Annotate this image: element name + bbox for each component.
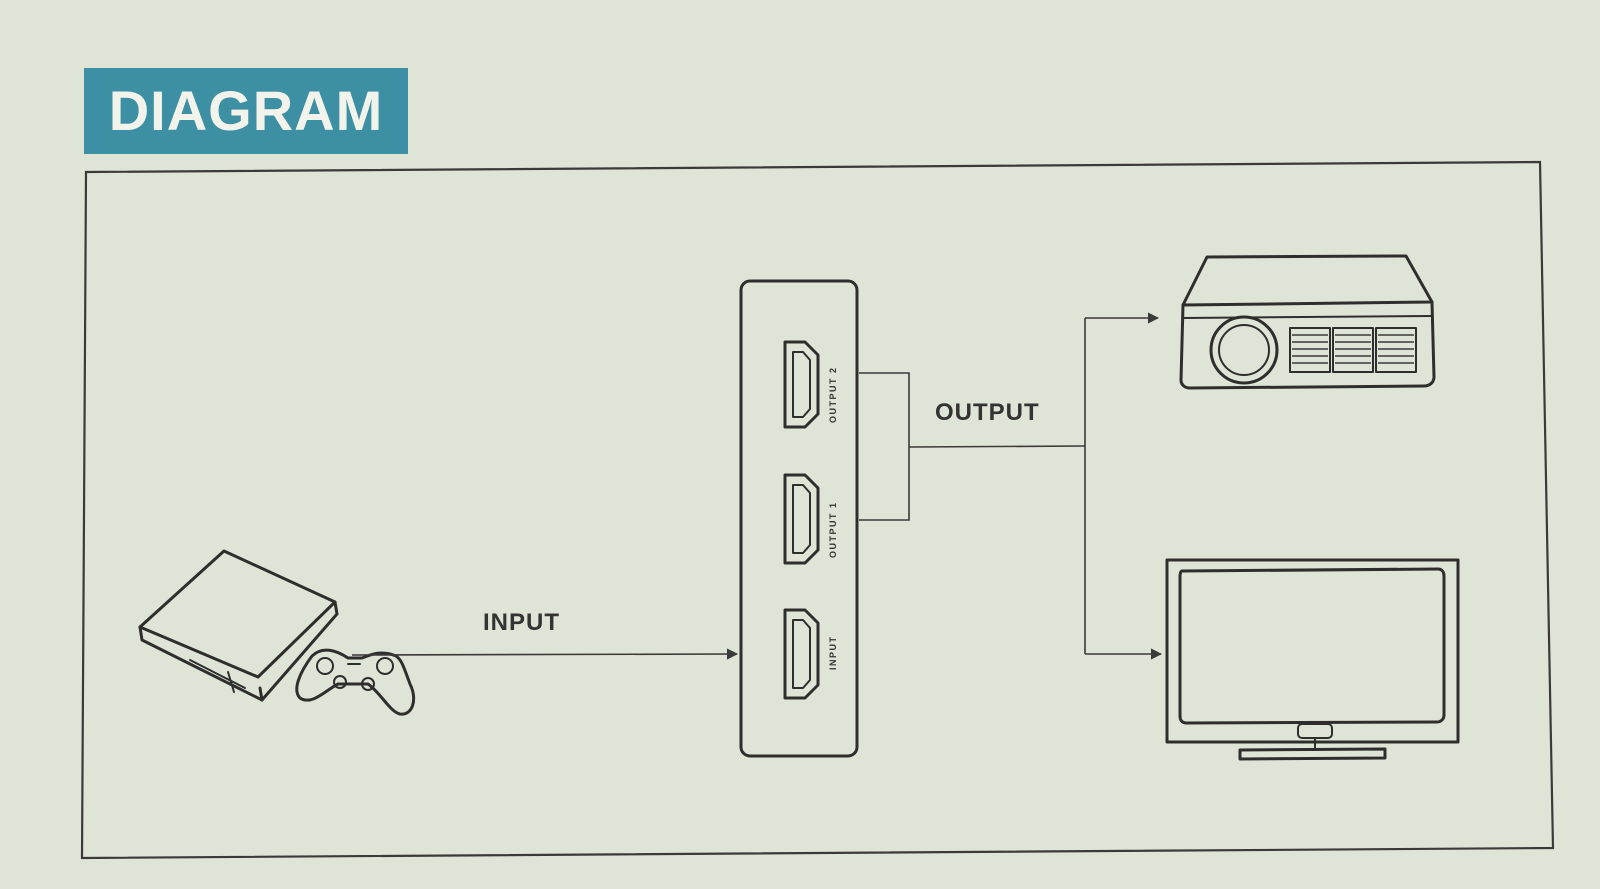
port-label-output-2: OUTPUT 2 <box>828 366 838 423</box>
input-label: INPUT <box>483 609 560 636</box>
hdmi-port-output-1: OUTPUT 1 <box>783 473 838 565</box>
hdmi-splitter-icon: OUTPUT 2 OUTPUT 1 INPUT <box>739 279 859 758</box>
projector-icon <box>1179 254 1436 390</box>
hdmi-port-output-2: OUTPUT 2 <box>783 340 838 429</box>
game-console-icon <box>138 549 339 702</box>
output-label: OUTPUT <box>935 399 1040 426</box>
output-cables <box>859 312 1163 660</box>
tv-icon <box>1165 558 1460 761</box>
gamepad-icon <box>295 648 416 716</box>
diagram-title: DIAGRAM <box>84 68 408 154</box>
diagram-frame <box>80 160 1555 860</box>
hdmi-port-input: INPUT <box>783 608 838 700</box>
input-cable <box>351 648 739 660</box>
port-label-input: INPUT <box>828 636 838 671</box>
port-label-output-1: OUTPUT 1 <box>828 501 838 558</box>
